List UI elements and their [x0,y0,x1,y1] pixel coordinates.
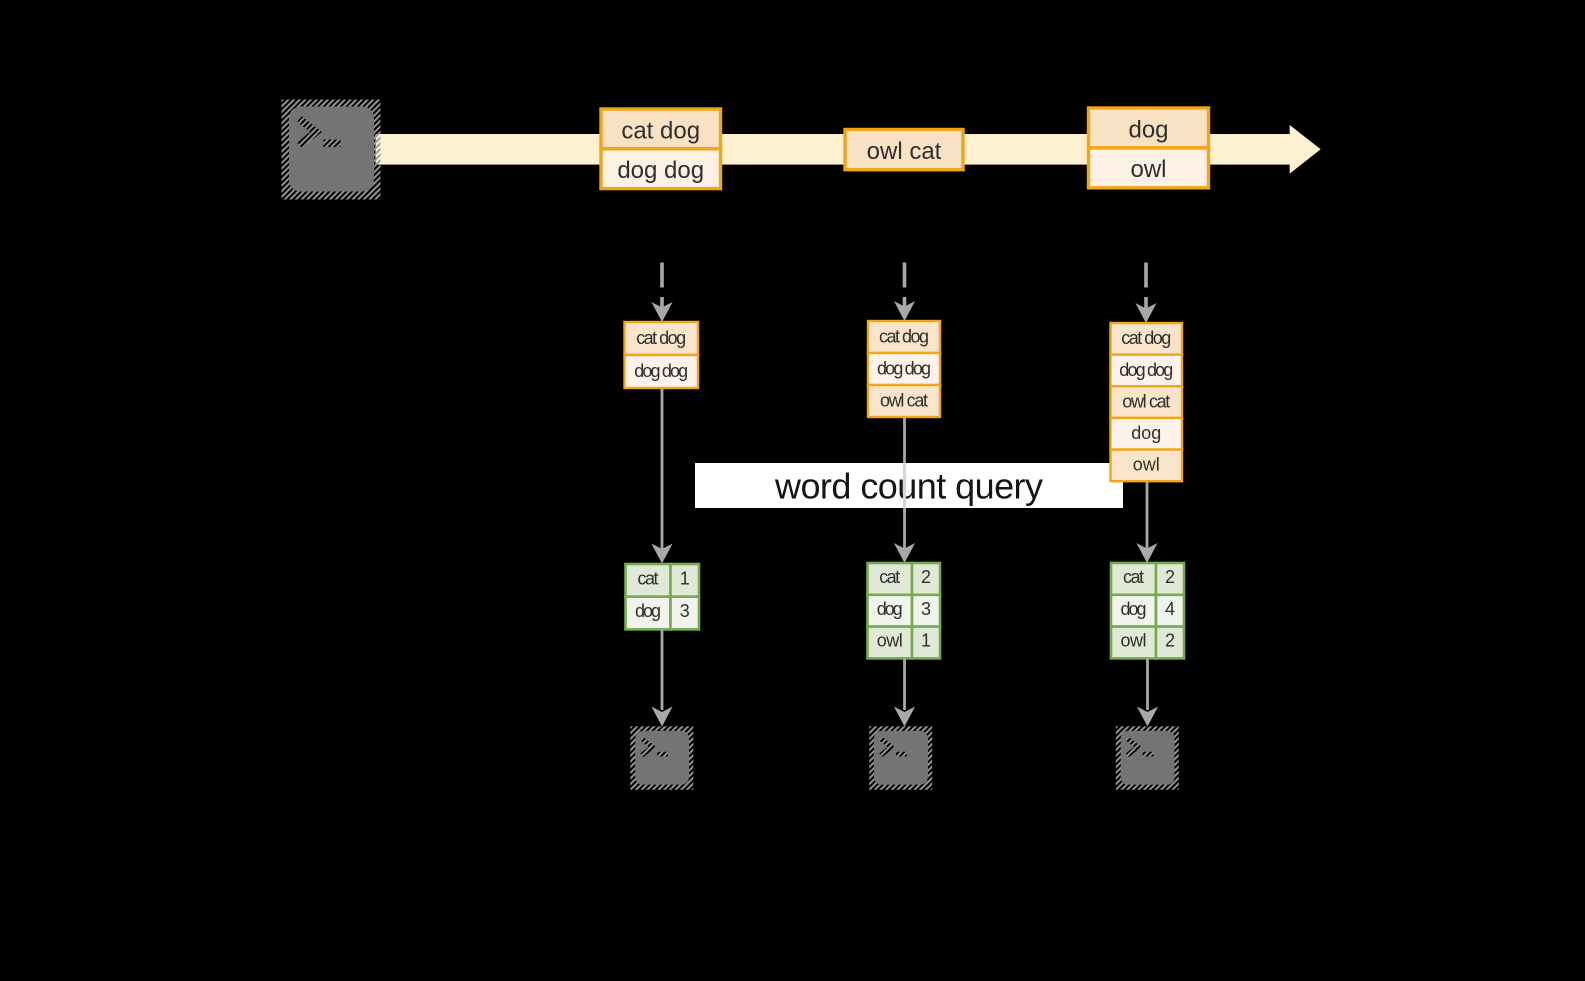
svg-text:dog: dog [1131,423,1161,443]
svg-text:cat: cat [1123,567,1144,587]
svg-text:1: 1 [680,569,690,589]
svg-text:2: 2 [1165,631,1175,651]
svg-text:cat dog: cat dog [636,328,686,348]
svg-text:cat: cat [879,567,900,587]
svg-text:dog dog: dog dog [877,358,931,378]
svg-text:cat dog: cat dog [621,117,700,144]
svg-text:dog: dog [1121,599,1147,619]
svg-text:word count query: word count query [774,465,1043,506]
svg-text:cat dog: cat dog [879,326,929,346]
svg-text:owl: owl [1130,156,1166,183]
svg-text:owl cat: owl cat [880,390,928,410]
svg-text:1: 1 [921,631,931,651]
svg-text:cat: cat [638,569,659,589]
svg-text:dog dog: dog dog [1119,360,1173,380]
svg-text:dog dog: dog dog [617,157,704,184]
svg-text:2: 2 [921,567,931,587]
svg-text:owl: owl [877,631,903,651]
svg-text:dog: dog [1128,116,1168,143]
svg-text:2: 2 [1165,567,1175,587]
svg-text:owl: owl [1133,455,1160,475]
svg-text:cat dog: cat dog [1121,328,1171,348]
svg-text:4: 4 [1165,599,1175,619]
svg-text:dog dog: dog dog [634,361,688,381]
svg-text:3: 3 [680,601,690,621]
svg-text:3: 3 [921,599,931,619]
svg-text:dog: dog [877,599,903,619]
svg-text:owl: owl [1121,631,1147,651]
svg-text:owl cat: owl cat [867,138,942,165]
svg-text:dog: dog [635,601,661,621]
svg-text:owl cat: owl cat [1122,391,1170,411]
